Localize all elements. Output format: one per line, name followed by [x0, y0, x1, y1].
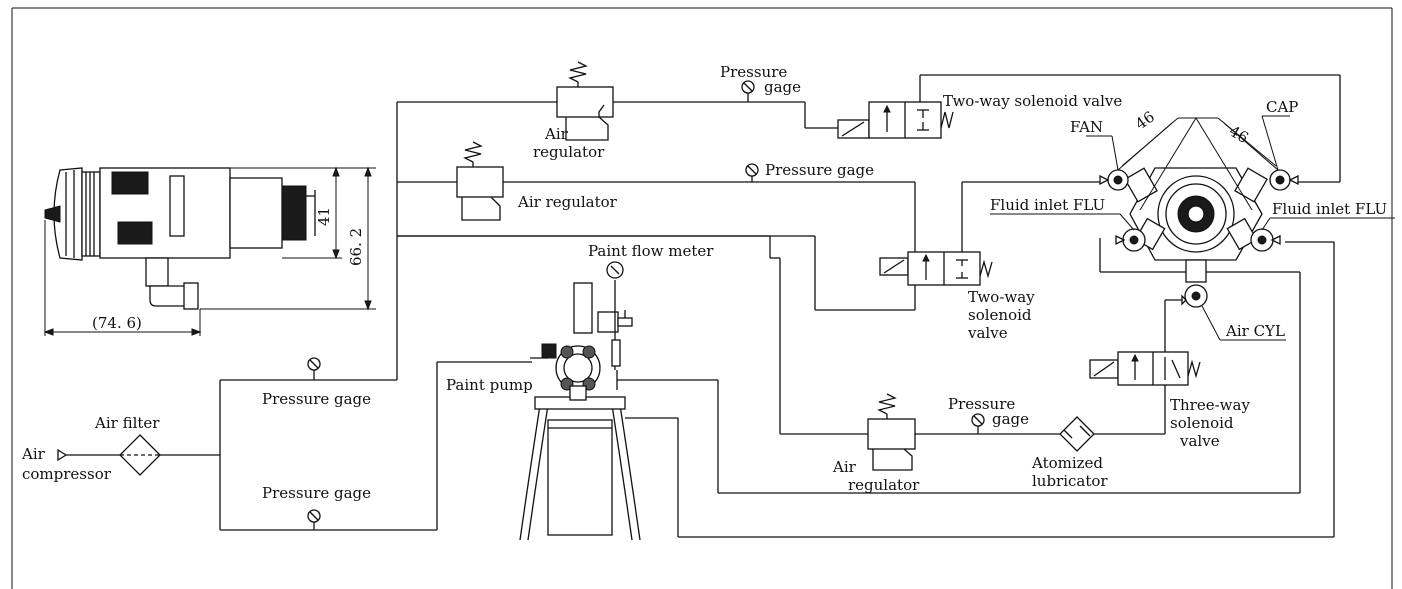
dimension-66-2: 66. 2	[347, 228, 365, 266]
paint-flow-meter-label: Paint flow meter	[588, 242, 714, 260]
air-cyl-label: Air CYL	[1225, 322, 1285, 340]
cap-label: CAP	[1266, 98, 1298, 116]
air-regulator-symbol	[867, 393, 916, 471]
paint-pump-label: Paint pump	[446, 376, 533, 394]
fluid-piping	[617, 238, 1335, 538]
spray-head-illustration	[990, 115, 1395, 341]
air-compressor-label: Air	[21, 445, 46, 463]
fluid-inlet-label: Fluid inlet FLU	[990, 196, 1105, 214]
pressure-gage-label: Pressure	[720, 63, 787, 81]
two-way-solenoid-valve-label: Two-way solenoid valve	[943, 92, 1122, 110]
air-regulator-symbol	[456, 141, 504, 221]
pressure-gage-label: gage	[764, 78, 801, 96]
pressure-gage-label: Pressure gage	[262, 484, 371, 502]
two-way-solenoid-valve-label: solenoid	[968, 306, 1032, 324]
air-filter-label: Air filter	[94, 414, 160, 432]
atomized-lubricator-symbol	[1059, 416, 1095, 452]
air-compressor-label: compressor	[22, 465, 112, 483]
two-way-solenoid-valve-label: Two-way	[968, 288, 1035, 306]
pressure-gage-label: Pressure gage	[262, 390, 371, 408]
air-filter-symbol	[119, 434, 161, 476]
air-piping	[66, 74, 1341, 531]
air-regulator-label: Air	[544, 125, 569, 143]
pressure-gage-icon	[971, 413, 985, 434]
pressure-gage-label: Pressure gage	[765, 161, 874, 179]
dimension-74-6: (74. 6)	[92, 314, 142, 332]
two-way-solenoid-valve-symbol	[837, 101, 954, 139]
air-regulator-symbol	[556, 61, 614, 141]
labels: Air compressor Air filter Pressure gage …	[21, 63, 1387, 502]
fluid-inlet-label: Fluid inlet FLU	[1272, 200, 1387, 218]
atomized-lubricator-label: Atomized	[1031, 454, 1103, 472]
fan-label: FAN	[1070, 118, 1103, 136]
atomized-lubricator-label: lubricator	[1032, 472, 1108, 490]
two-way-solenoid-valve-symbol	[879, 251, 993, 286]
two-way-solenoid-valve-label: valve	[967, 324, 1008, 342]
gun-dimension-lines	[43, 166, 376, 336]
pressure-gage-label: gage	[992, 410, 1029, 428]
pressure-gage-icon	[307, 357, 321, 380]
spray-gun-illustration	[44, 167, 316, 310]
pressure-gage-label: Pressure	[948, 395, 1015, 413]
drawing-frame	[11, 7, 1393, 589]
three-way-solenoid-valve-label: Three-way	[1170, 396, 1250, 414]
three-way-solenoid-valve-label: solenoid	[1170, 414, 1234, 432]
pressure-gage-icon	[745, 163, 759, 182]
pressure-gage-icon	[307, 509, 321, 530]
air-regulator-label: regulator	[848, 476, 920, 494]
air-regulator-label: Air regulator	[517, 193, 618, 211]
air-regulator-label: regulator	[533, 143, 605, 161]
dimension-41: 41	[315, 207, 333, 226]
three-way-solenoid-valve-label: valve	[1179, 432, 1220, 450]
air-regulator-label: Air	[832, 458, 857, 476]
three-way-solenoid-valve-symbol	[1089, 351, 1201, 386]
dimension-46-left: 46	[1132, 108, 1158, 134]
paint-pump-illustration	[519, 261, 641, 541]
pressure-gage-icon	[741, 80, 755, 102]
air-compressor-symbol	[57, 448, 68, 462]
